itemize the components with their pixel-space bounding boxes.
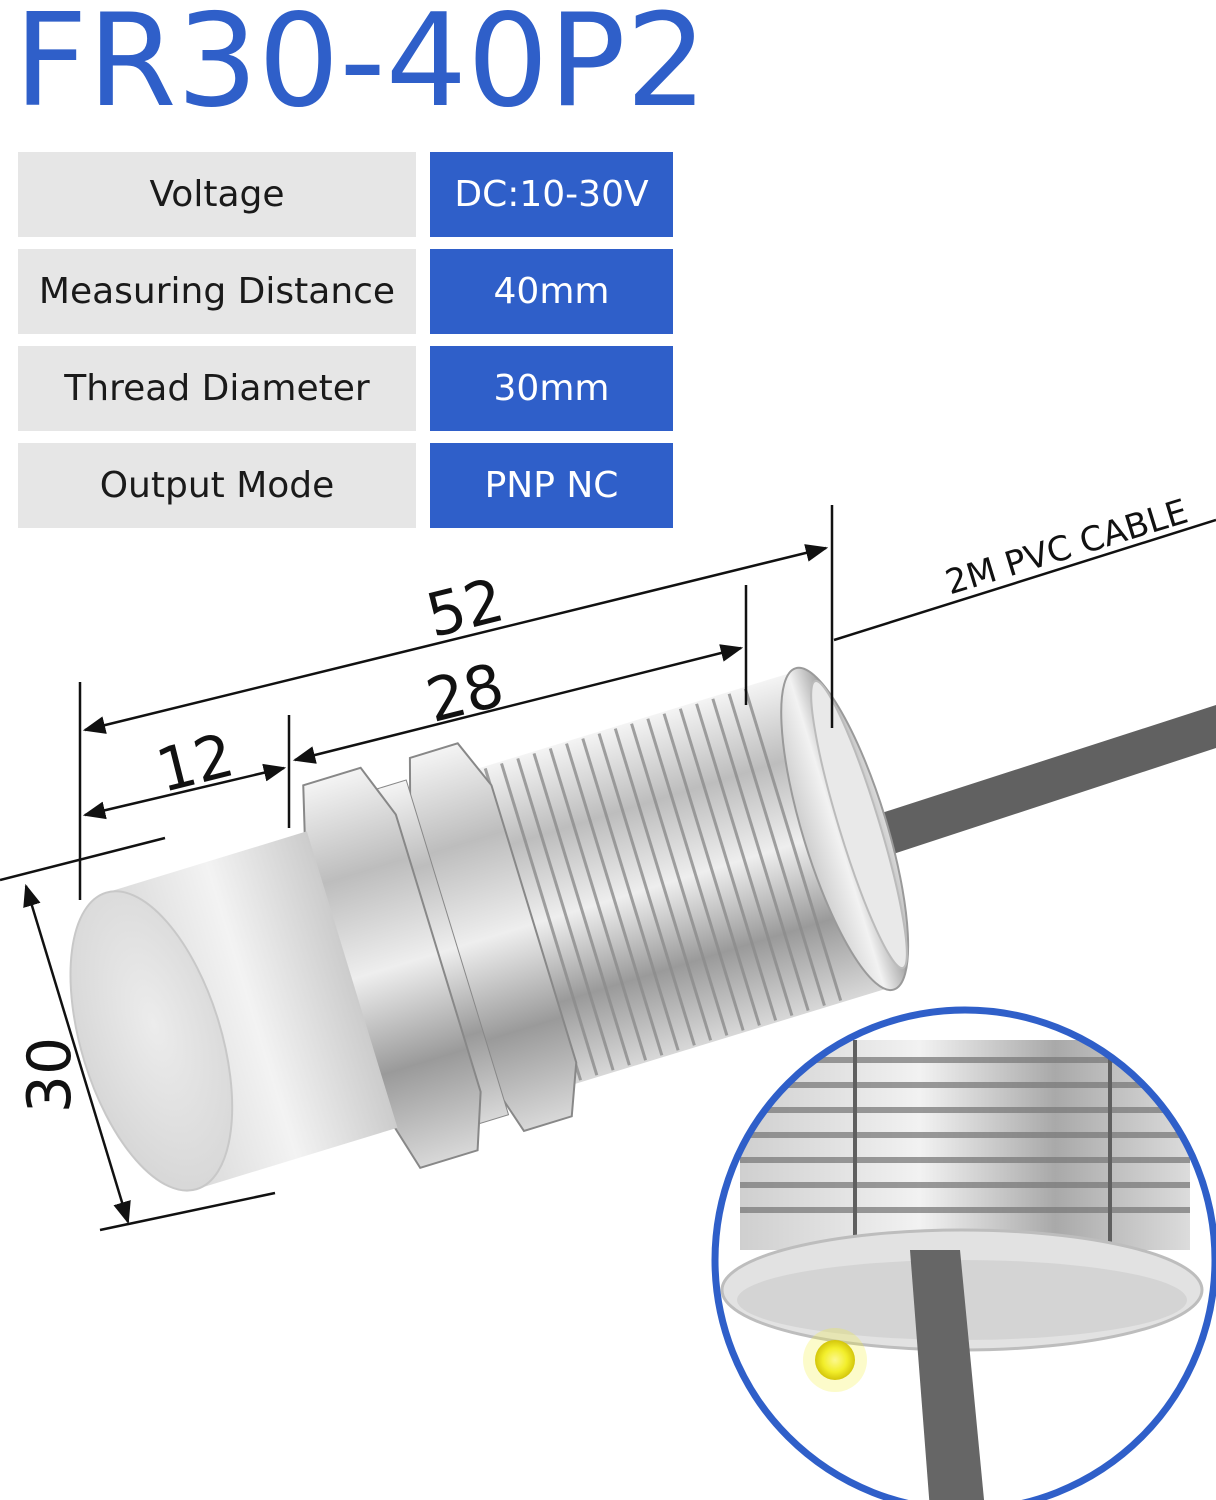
spec-row-measuring-distance: Measuring Distance 40mm: [18, 249, 673, 334]
dimension-lines: [0, 505, 1216, 1232]
spec-label: Voltage: [18, 152, 416, 237]
spec-label: Thread Diameter: [18, 346, 416, 431]
product-title: FR30-40P2: [14, 0, 708, 136]
spec-value: 30mm: [430, 346, 673, 431]
spec-value: DC:10-30V: [430, 152, 673, 237]
spec-row-thread-diameter: Thread Diameter 30mm: [18, 346, 673, 431]
dim-overall-length: 52: [420, 565, 511, 651]
spec-row-output-mode: Output Mode PNP NC: [18, 443, 673, 528]
zoom-ring: [711, 1006, 1216, 1500]
spec-value: 40mm: [430, 249, 673, 334]
spec-label: Measuring Distance: [18, 249, 416, 334]
spec-label: Output Mode: [18, 443, 416, 528]
indicator-led: [815, 1340, 855, 1380]
dim-diameter: 30: [15, 1037, 85, 1113]
spec-value: PNP NC: [430, 443, 673, 528]
cable-label: 2M PVC CABLE: [941, 492, 1193, 604]
zoom-inset: [711, 1006, 1216, 1500]
cable: [860, 705, 1216, 860]
dim-thread-length: 28: [420, 650, 511, 736]
sensor-body: [69, 666, 910, 1192]
dim-head-length: 12: [150, 720, 241, 806]
spec-table: Voltage DC:10-30V Measuring Distance 40m…: [18, 152, 673, 540]
spec-row-voltage: Voltage DC:10-30V: [18, 152, 673, 237]
